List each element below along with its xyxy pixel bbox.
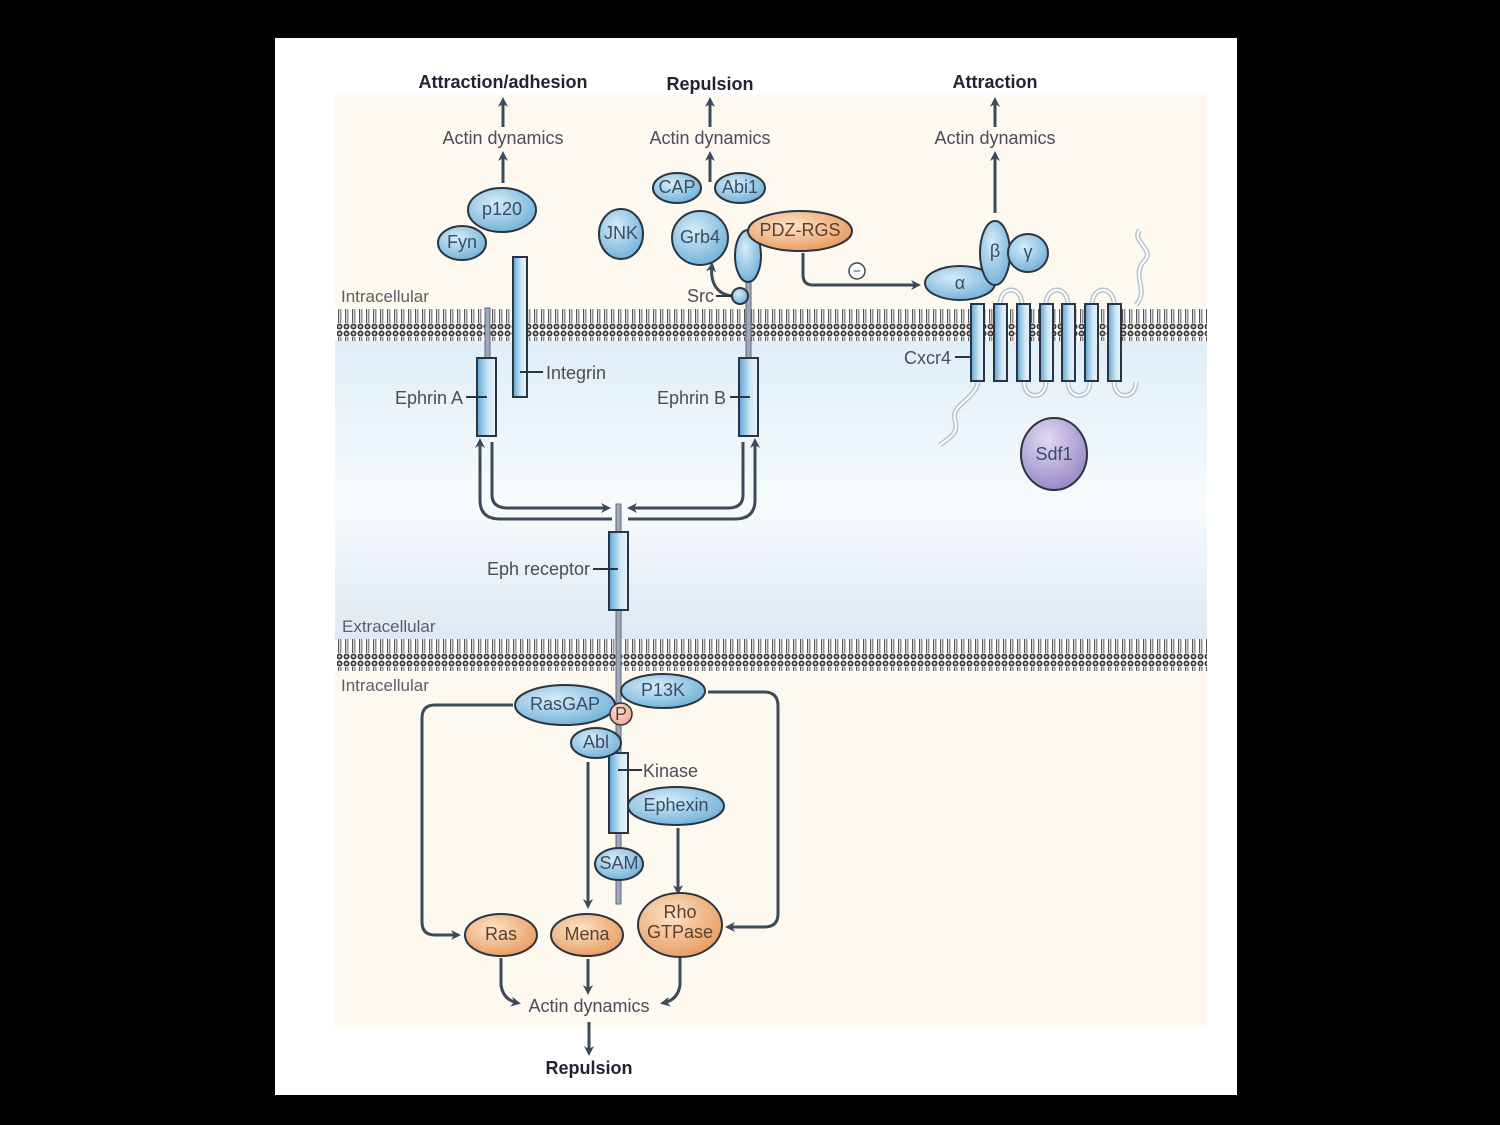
membrane-bottom xyxy=(337,639,1207,671)
protein-g-alpha[interactable]: α xyxy=(924,265,996,301)
cxcr4-helix xyxy=(1039,303,1054,382)
actin-dynamics-right: Actin dynamics xyxy=(934,128,1055,148)
svg-text:P: P xyxy=(615,704,627,724)
actin-dynamics-bottom: Actin dynamics xyxy=(528,996,649,1016)
label-integrin: Integrin xyxy=(546,363,606,383)
protein-src[interactable] xyxy=(731,287,749,305)
protein-jnk[interactable]: JNK xyxy=(598,208,644,260)
inhibition-symbol: − xyxy=(848,262,866,280)
svg-text:SAM: SAM xyxy=(599,853,638,873)
intracellular-region-top xyxy=(335,95,1207,308)
label-kinase: Kinase xyxy=(643,761,698,781)
protein-grb4[interactable]: Grb4 xyxy=(671,210,729,266)
arrow-ephrin-a-to-eph xyxy=(490,442,611,513)
figure-panel: Intracellular Extracellular Intracellula… xyxy=(275,38,1237,1095)
svg-text:Grb4: Grb4 xyxy=(680,227,720,247)
arrow-rasgap-to-ras xyxy=(420,703,513,940)
label-eph-receptor: Eph receptor xyxy=(487,559,590,579)
protein-abl[interactable]: Abl xyxy=(570,727,622,759)
svg-text:β: β xyxy=(990,241,1000,261)
cxcr4-helix xyxy=(993,303,1008,382)
cxcr4-helix xyxy=(970,303,985,382)
arrow-rho-to-actin xyxy=(660,958,682,1007)
eph-receptor-bar[interactable] xyxy=(608,531,629,611)
protein-g-beta[interactable]: β xyxy=(979,220,1011,286)
label-cxcr4: Cxcr4 xyxy=(904,348,951,368)
label-ephrin-b: Ephrin B xyxy=(657,388,726,408)
svg-text:PDZ-RGS: PDZ-RGS xyxy=(760,220,841,240)
cxcr4-helix xyxy=(1016,303,1031,382)
cxcr4-receptor[interactable] xyxy=(970,303,1122,382)
svg-text:Fyn: Fyn xyxy=(447,232,477,252)
svg-text:Ras: Ras xyxy=(485,924,517,944)
extracellular-region xyxy=(335,340,1207,640)
actin-dynamics-left: Actin dynamics xyxy=(442,128,563,148)
protein-rasgap[interactable]: RasGAP xyxy=(514,684,616,726)
svg-text:Mena: Mena xyxy=(564,924,610,944)
ligand-sdf1[interactable]: Sdf1 xyxy=(1020,417,1088,491)
protein-p13k[interactable]: P13K xyxy=(620,673,706,709)
svg-text:p120: p120 xyxy=(482,199,522,219)
svg-text:CAP: CAP xyxy=(658,177,695,197)
membrane-top xyxy=(337,309,1207,341)
arrow-ras-to-actin xyxy=(499,958,521,1007)
protein-ras[interactable]: Ras xyxy=(464,913,538,957)
outcome-repulsion-bottom: Repulsion xyxy=(545,1058,632,1078)
kinase-domain[interactable] xyxy=(608,752,629,834)
cxcr4-helix xyxy=(1084,303,1099,382)
svg-text:RasGAP: RasGAP xyxy=(530,694,600,714)
arrow-pdz-rgs-inhibits-galpha xyxy=(801,253,921,290)
label-src: Src xyxy=(687,286,714,306)
outcome-attraction-adhesion: Attraction/adhesion xyxy=(418,72,587,92)
intracellular-region-bottom xyxy=(335,672,1207,1027)
signaling-diagram: Intracellular Extracellular Intracellula… xyxy=(335,72,1207,1078)
svg-text:Sdf1: Sdf1 xyxy=(1035,444,1072,464)
svg-text:Abl: Abl xyxy=(583,732,609,752)
protein-pdz-rgs[interactable]: PDZ-RGS xyxy=(747,210,853,252)
svg-text:α: α xyxy=(955,273,965,293)
phospho-site: P xyxy=(609,702,633,726)
arrow-p13k-to-rho xyxy=(708,690,780,932)
protein-rho-gtpase[interactable]: Rho GTPase xyxy=(637,892,723,958)
protein-abi1[interactable]: Abi1 xyxy=(714,172,766,204)
protein-sam[interactable]: SAM xyxy=(594,847,644,881)
svg-text:Ephexin: Ephexin xyxy=(643,795,708,815)
protein-mena[interactable]: Mena xyxy=(550,913,624,957)
outcome-repulsion-top: Repulsion xyxy=(666,74,753,94)
protein-p120[interactable]: p120 xyxy=(467,187,537,233)
svg-text:P13K: P13K xyxy=(641,680,685,700)
protein-cap[interactable]: CAP xyxy=(652,172,702,204)
arrow-eph-to-ephrin-b xyxy=(628,438,760,521)
cxcr4-helix xyxy=(1061,303,1076,382)
ephrin-a-stalk xyxy=(484,307,491,361)
protein-fyn[interactable]: Fyn xyxy=(437,225,487,261)
svg-text:Abi1: Abi1 xyxy=(722,177,758,197)
integrin-bar[interactable] xyxy=(512,256,528,398)
svg-text:Rho: Rho xyxy=(663,902,696,922)
region-label-intracellular-top: Intracellular xyxy=(341,287,429,306)
region-label-extracellular: Extracellular xyxy=(342,617,436,636)
svg-text:−: − xyxy=(853,263,861,279)
arrow-ephrin-b-to-eph xyxy=(627,442,745,513)
region-label-intracellular-bottom: Intracellular xyxy=(341,676,429,695)
arrow-eph-to-ephrin-a xyxy=(475,438,612,521)
svg-text:γ: γ xyxy=(1024,242,1033,262)
cxcr4-helix xyxy=(1107,303,1122,382)
label-ephrin-a: Ephrin A xyxy=(395,388,463,408)
svg-text:GTPase: GTPase xyxy=(647,922,713,942)
actin-dynamics-middle: Actin dynamics xyxy=(649,128,770,148)
outcome-attraction: Attraction xyxy=(953,72,1038,92)
protein-ephexin[interactable]: Ephexin xyxy=(627,786,725,826)
protein-g-gamma[interactable]: γ xyxy=(1007,233,1049,273)
svg-text:JNK: JNK xyxy=(604,223,638,243)
